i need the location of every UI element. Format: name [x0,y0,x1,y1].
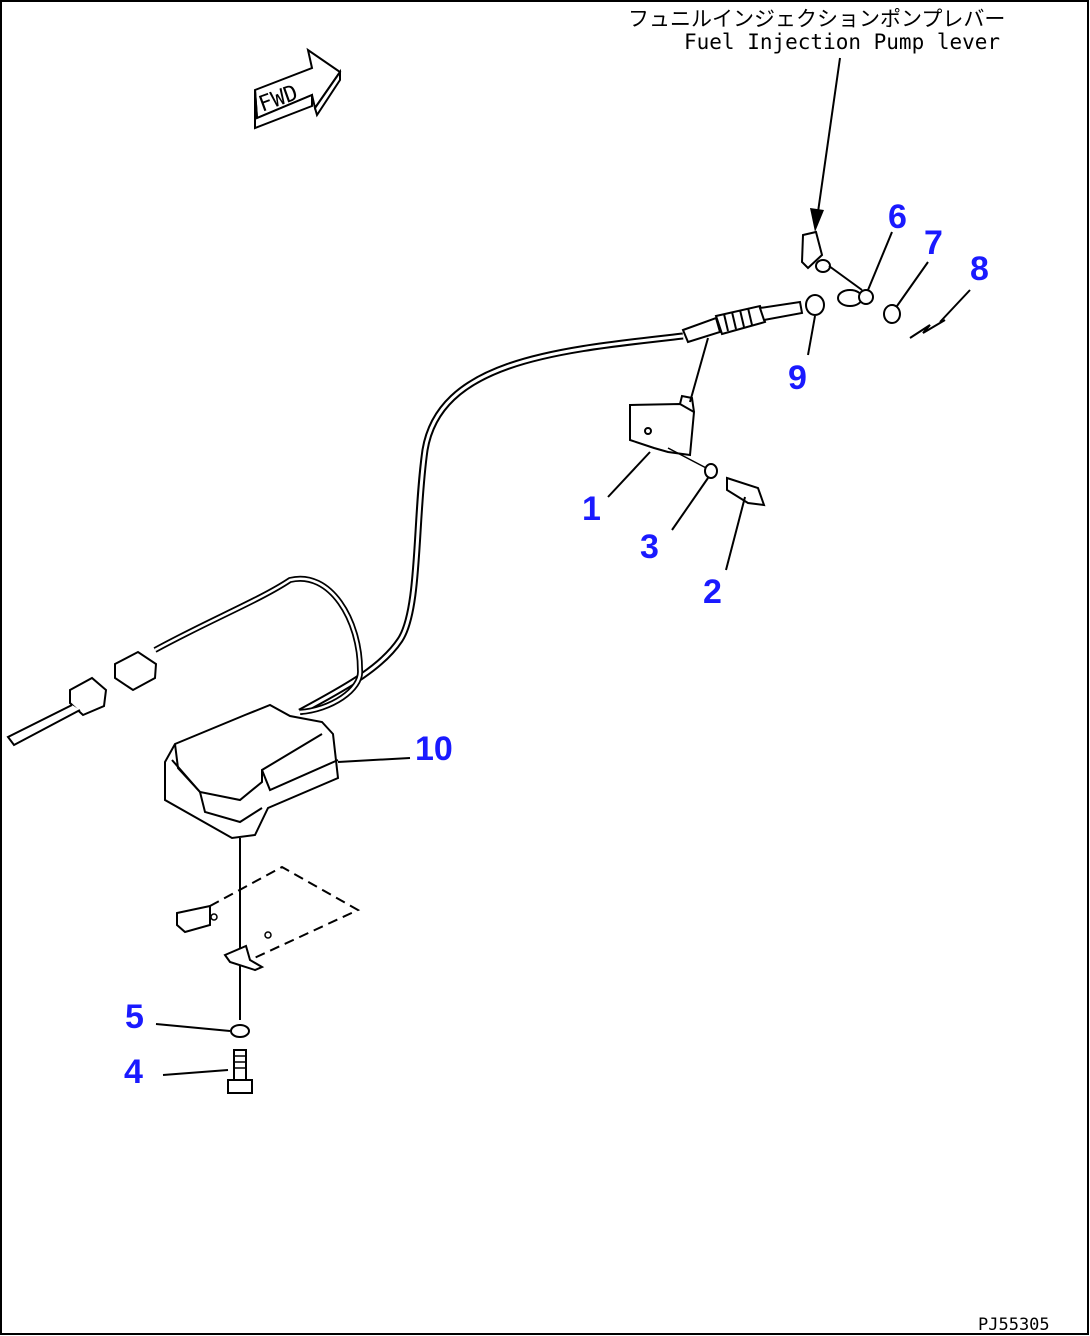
callout-5: 5 [125,998,144,1036]
callout-9: 9 [788,359,807,397]
mounting-plate [176,865,361,972]
note-english: Fuel Injection Pump lever [684,30,1000,54]
callout-6: 6 [888,198,907,236]
part-10-controller [164,703,340,840]
leader-5 [155,1023,231,1032]
callout-3: 3 [640,528,659,566]
leader-10 [337,757,411,763]
pump-lever [800,230,824,270]
callout-1: 1 [582,490,601,528]
leader-7 [896,261,929,307]
leader-3 [671,477,709,531]
leader-8 [939,289,971,323]
note-leader-line [817,57,841,213]
callout-8: 8 [970,250,989,288]
callout-7: 7 [924,224,943,262]
connector-b-wire [6,704,81,747]
leader-9 [807,315,816,356]
fwd-arrow-marker: FWD [253,47,342,130]
leader-4 [162,1069,229,1076]
note-leader-arrowhead [810,208,824,232]
connector-a [114,650,158,692]
part-7-nut [883,304,901,324]
part-8-cotter-pin [909,319,946,339]
part-1-bracket [629,394,711,471]
note-japanese: フュニルインジェクションポンプレバー [628,7,1005,31]
leader-1 [607,451,651,498]
drawing-code: PJ55305 [978,1315,1050,1335]
part-6-pin [815,259,831,273]
callout-4: 4 [124,1053,143,1091]
part-3-washer [704,463,718,479]
cable-end-threaded [681,300,804,344]
part-2-bolt [726,476,766,507]
part-4-bolt [227,1049,253,1094]
callout-10: 10 [415,730,453,768]
connector-b [69,676,108,717]
callout-2: 2 [703,573,722,611]
leader-2 [725,496,746,571]
part-5-washer [230,1024,250,1038]
leader-6 [867,231,893,291]
part-9-nut [805,294,825,316]
